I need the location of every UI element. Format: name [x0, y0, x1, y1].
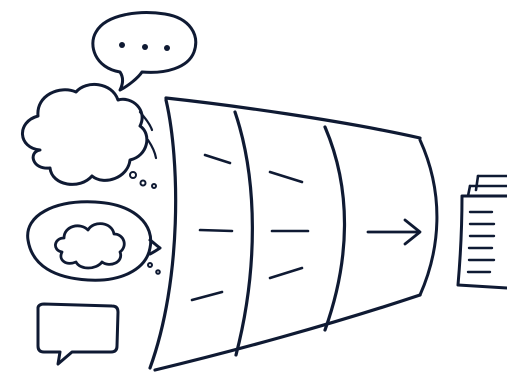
oval-thought-bubble-icon [28, 202, 160, 280]
cloud-thought-bubble-icon [22, 84, 156, 188]
chat-box-icon [38, 304, 118, 364]
small-cloud-icon [55, 224, 124, 268]
ellipsis-icon [119, 42, 170, 51]
funnel-icon [140, 98, 437, 370]
speech-bubble-icon [93, 13, 196, 90]
arrow-right-icon [368, 220, 420, 244]
document-stack-icon [458, 176, 507, 288]
